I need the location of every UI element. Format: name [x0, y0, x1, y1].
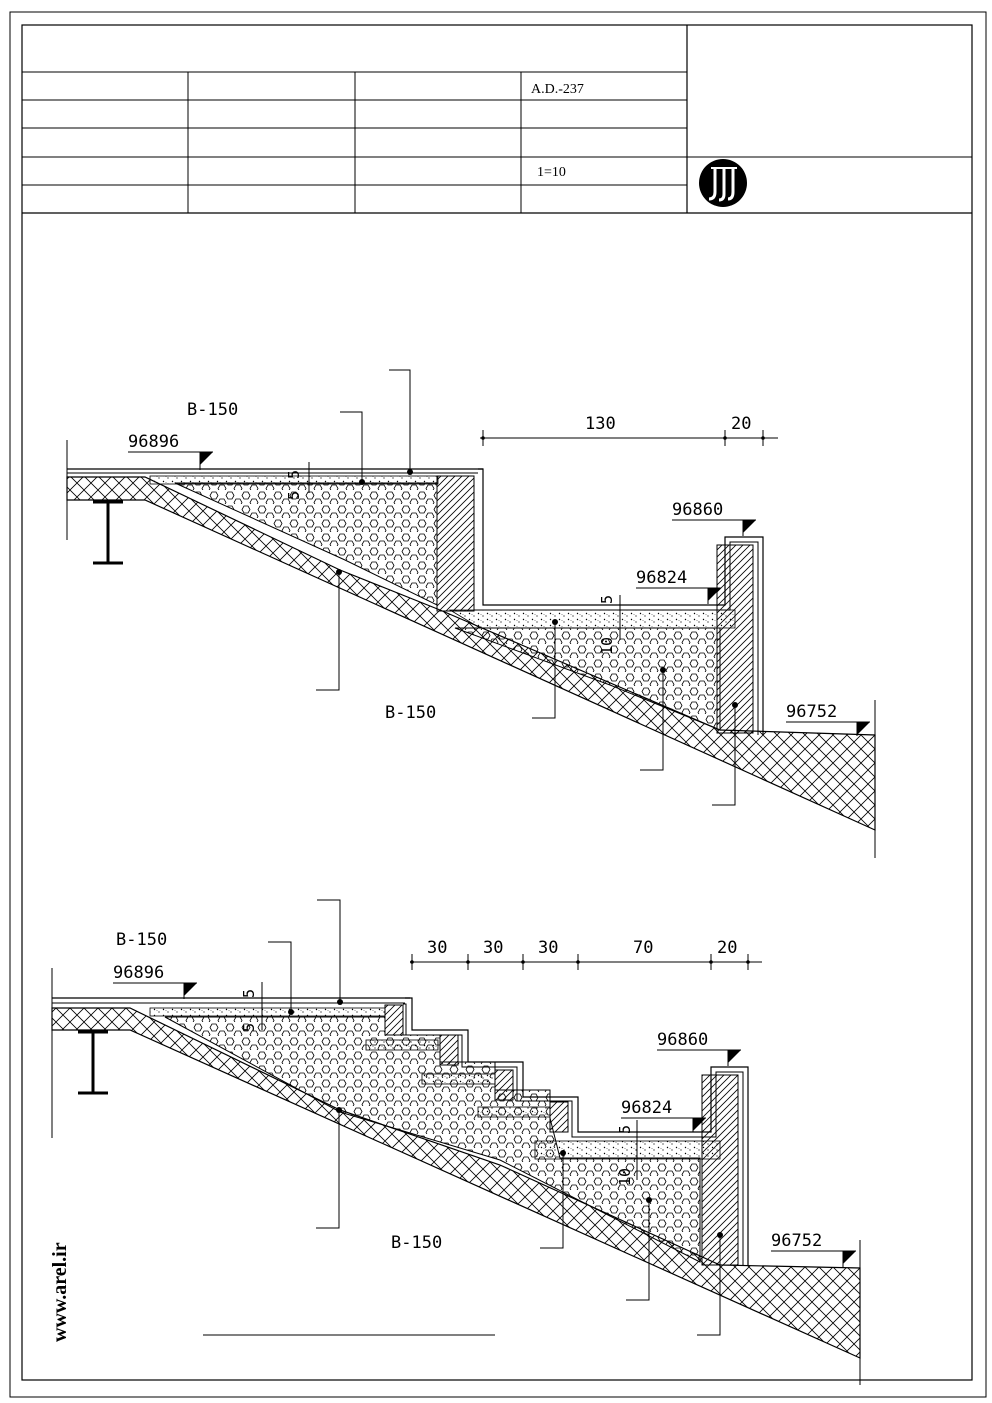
vdim-a-bottom: 5: [240, 989, 258, 998]
level-96896-bottom: 96896: [113, 963, 164, 983]
lean-fill-top: [174, 482, 438, 606]
label-b150-bottom-b: B-150: [391, 1233, 442, 1253]
vdim-a-top: 5: [285, 470, 303, 479]
company-logo: [699, 159, 747, 207]
label-b150-top-b: B-150: [385, 703, 436, 723]
dim-70: 70: [633, 938, 653, 958]
level-96752-bottom: 96752: [771, 1231, 822, 1251]
wall-end-top: [716, 544, 754, 734]
level-96860-top: 96860: [672, 500, 723, 520]
label-b150-top-a: B-150: [187, 400, 238, 420]
level-96824-bottom: 96824: [621, 1098, 672, 1118]
title-block: A.D.-237 1=10: [22, 25, 972, 214]
vdim-d-bottom: 10: [616, 1168, 634, 1186]
vdim-c-bottom: 5: [616, 1125, 634, 1134]
vdim-b-top: 5: [285, 491, 303, 500]
section-bottom: 30 30 30 70 20 5 5 5 10 B-150 B-150 9689…: [51, 899, 861, 1385]
dimension-line-top: [480, 430, 778, 446]
vdim-d-top: 10: [598, 637, 616, 655]
dim-130: 130: [585, 414, 616, 434]
dim-30-a: 30: [427, 938, 447, 958]
sheet-outer-border: [9, 11, 987, 1398]
label-b150-bottom-a: B-150: [116, 930, 167, 950]
dim-30-c: 30: [538, 938, 558, 958]
dimension-line-bottom: [410, 954, 762, 970]
dim-20-b: 20: [717, 938, 737, 958]
soil-slope-bottom: [51, 1007, 861, 1359]
steel-beam-bottom: [78, 1030, 108, 1095]
vdim-c-top: 5: [598, 595, 616, 604]
drawing-scale: 1=10: [537, 165, 566, 180]
sheet-inner-border: [21, 24, 973, 1381]
level-96896-top: 96896: [128, 432, 179, 452]
leaders-bottom: [268, 899, 723, 1336]
website-watermark: www.arel.ir: [49, 1242, 71, 1342]
steel-beam-top: [93, 500, 123, 565]
drawing-number: A.D.-237: [531, 82, 584, 97]
section-top: 130 20 5 5 5 10 B-150 B-150 96896 96860 …: [66, 369, 876, 858]
level-96752-top: 96752: [786, 702, 837, 722]
wall-riser-top: [436, 475, 475, 612]
level-96824-top: 96824: [636, 568, 687, 588]
leaders-top: [316, 369, 738, 806]
dim-20: 20: [731, 414, 751, 434]
vdim-b-bottom: 5: [240, 1023, 258, 1032]
dim-30-b: 30: [483, 938, 503, 958]
level-96860-bottom: 96860: [657, 1030, 708, 1050]
soil-slope-top: [66, 476, 876, 831]
